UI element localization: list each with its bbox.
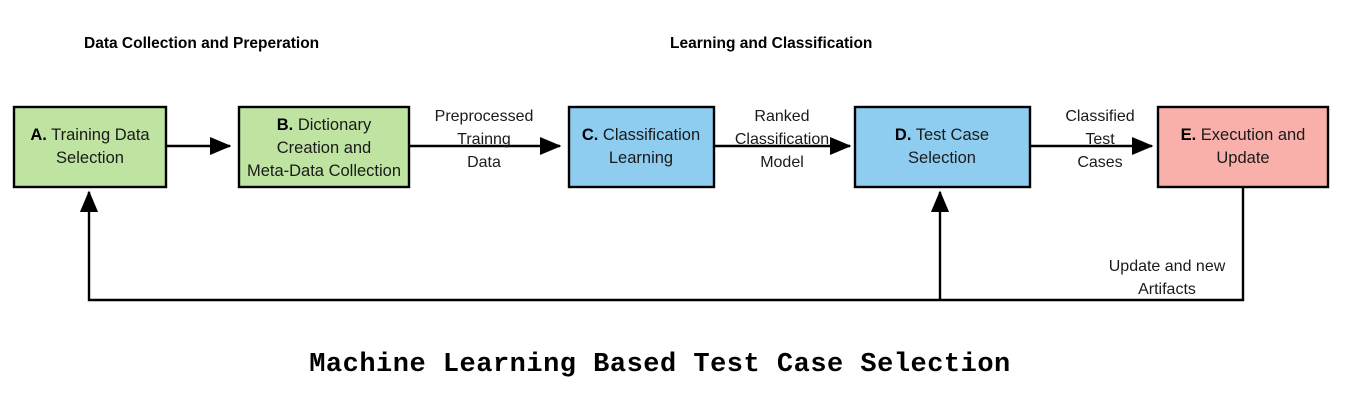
arrow-feedback-e-to-a [79,187,1245,302]
node-b-line-1: B. Dictionary [277,116,372,134]
node-d-letter: D. [895,126,912,144]
node-b-line-3: Meta-Data Collection [247,162,401,180]
diagram-title: Machine Learning Based Test Case Selecti… [309,350,1011,380]
node-a-training-data-selection[interactable] [12,105,168,189]
node-a-text-1: Training Data [47,126,151,144]
node-b-dictionary-creation[interactable] [237,105,411,189]
node-e-execution-and-update[interactable] [1156,105,1330,189]
edge-c-to-d-label-line-1: Ranked [754,108,809,125]
edge-feedback-label-line-2: Artifacts [1138,281,1196,298]
node-c-text-1: Classification [598,126,700,144]
node-b-line-2: Creation and [277,139,371,157]
node-e-line-1: E. Execution and [1181,126,1306,144]
phase-header-data-collection: Data Collection and Preperation [84,35,319,52]
edge-d-to-e-label-line-2: Test [1085,131,1115,148]
node-a-line-1: A. Training Data [30,126,150,144]
node-d-line-2: Selection [908,149,976,167]
node-c-line-1: C. Classification [582,126,700,144]
node-d-test-case-selection[interactable] [853,105,1032,189]
node-e-text-1: Execution and [1196,126,1305,144]
node-c-classification-learning[interactable] [567,105,716,189]
node-d-text-1: Test Case [911,126,989,144]
phase-header-learning-classification: Learning and Classification [670,35,872,52]
node-a-line-2: Selection [56,149,124,167]
edge-d-to-e-label-line-1: Classified [1065,108,1134,125]
node-a-letter: A. [30,126,47,144]
edge-b-to-c-label-line-3: Data [467,154,501,171]
edge-b-to-c-label-line-1: Preprocessed [435,108,534,125]
node-c-line-2: Learning [609,149,673,167]
edge-d-to-e-label-line-3: Cases [1077,154,1122,171]
edge-feedback-label-line-1: Update and new [1109,258,1226,275]
node-c-letter: C. [582,126,599,144]
edge-b-to-c-label-line-2: Trainng [457,131,511,148]
edge-c-to-d-label-line-2: Classification [735,131,829,148]
node-e-letter: E. [1181,126,1197,144]
node-d-line-1: D. Test Case [895,126,989,144]
node-b-text-1: Dictionary [293,116,372,134]
node-e-line-2: Update [1216,149,1269,167]
node-b-letter: B. [277,116,294,134]
edge-c-to-d-label-line-3: Model [760,154,804,171]
